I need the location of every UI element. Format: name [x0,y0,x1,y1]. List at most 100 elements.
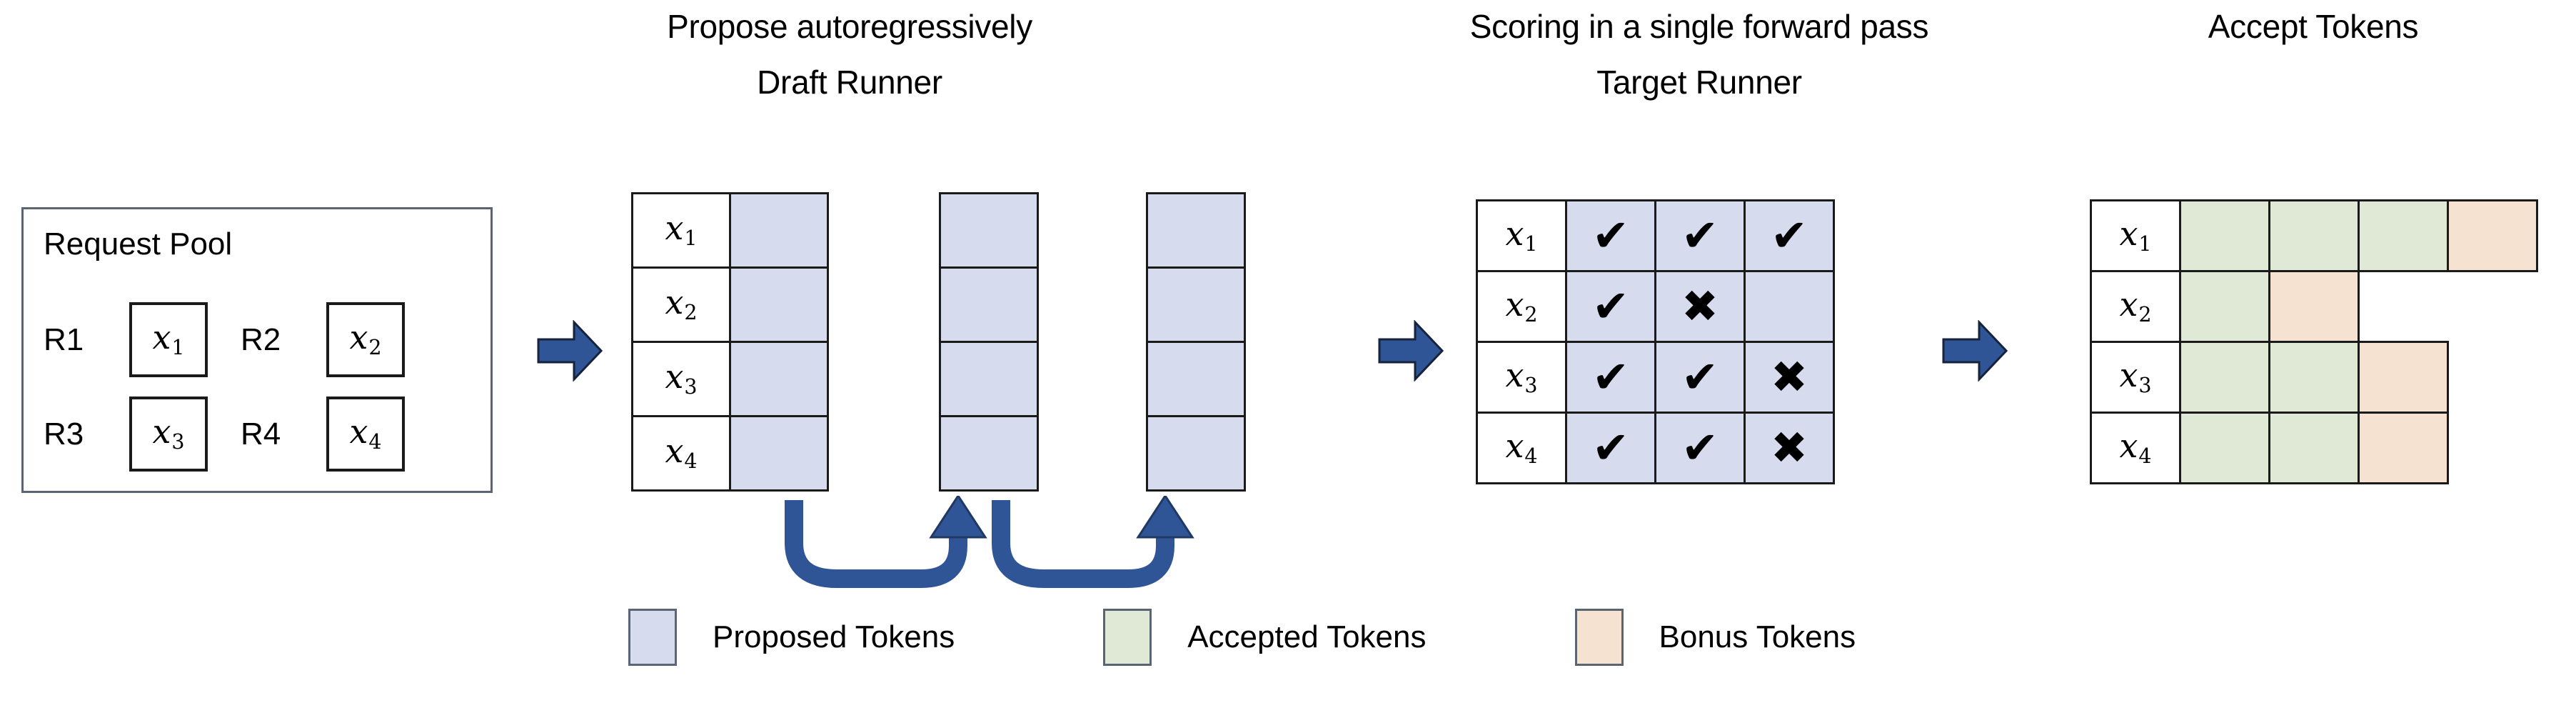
check-icon: ✔ [1771,209,1808,261]
accepted-token-cell [2358,199,2449,272]
empty-cell [2447,341,2538,414]
draft-row-label-4: x4 [631,415,731,492]
empty-cell [2447,270,2538,343]
target-mark-cell-empty [1744,270,1835,343]
accepted-token-cell [2179,412,2270,484]
table-row: x4 [2090,412,2538,484]
token-label: x2 [349,318,382,360]
target-mark-cell: ✔ [1654,341,1746,414]
draft-proposed-cell [729,266,829,343]
legend-item-bonus: Bonus Tokens [1574,609,1856,666]
draft-proposed-cell [729,415,829,492]
empty-cell [2358,270,2449,343]
draft-runner-step-1: x1 x2 x3 x4 [631,192,829,492]
target-mark-cell: ✔ [1565,341,1656,414]
request-id-r3: R3 [44,416,84,452]
table-row: x3 ✔ ✔ ✖ [1476,341,1835,414]
request-pool-panel: Request Pool R1 x1 R2 x2 R3 x3 R4 x4 [21,207,493,493]
request-token-box-r3: x3 [129,397,208,472]
check-icon: ✔ [1592,351,1629,403]
request-id-r2: R2 [241,321,281,357]
accepted-token-cell [2268,412,2360,484]
bonus-token-cell [2268,270,2360,343]
header-propose-autoregressively: Propose autoregressively [667,8,1032,45]
target-runner-grid: x1 ✔ ✔ ✔ x2 ✔ ✖ x3 ✔ ✔ ✖ x4 ✔ [1476,199,1835,484]
accept-row-label-1: x1 [2090,199,2181,272]
draft-proposed-cell [729,341,829,417]
target-mark-cell: ✔ [1565,199,1656,272]
target-mark-cell: ✔ [1654,412,1746,484]
table-row: x1 [2090,199,2538,272]
bonus-token-cell [2358,341,2449,414]
flow-arrow-draft-to-target [1378,319,1444,382]
legend-label-proposed: Proposed Tokens [713,619,955,654]
header-draft-runner: Draft Runner [757,64,942,101]
draft-row-label-2: x2 [631,266,731,343]
target-mark-cell: ✔ [1565,270,1656,343]
draft-proposed-cell [1146,341,1246,417]
target-mark-cell: ✔ [1654,199,1746,272]
cross-icon: ✖ [1771,351,1808,403]
request-id-r1: R1 [44,321,84,357]
draft-row: x2 [631,266,829,343]
target-row-label-4: x4 [1476,412,1567,484]
draft-row: x3 [631,341,829,417]
empty-cell [2447,412,2538,484]
request-row-r1: R1 x1 R2 x2 [44,302,405,377]
legend-swatch-bonus [1574,609,1624,666]
draft-proposed-cell [1146,415,1246,492]
draft-row-label-3: x3 [631,341,731,417]
target-row-label-1: x1 [1476,199,1567,272]
draft-proposed-cell [939,415,1039,492]
request-token-box-r4: x4 [326,397,405,472]
flow-arrow-pool-to-draft [537,319,603,382]
header-accept-tokens: Accept Tokens [2208,8,2419,45]
draft-row: x4 [631,415,829,492]
draft-proposed-cell [939,192,1039,269]
accepted-token-cell [2268,199,2360,272]
draft-proposed-cell [939,266,1039,343]
table-row: x3 [2090,341,2538,414]
bonus-token-cell [2358,412,2449,484]
accept-row-label-3: x3 [2090,341,2181,414]
request-pool-title: Request Pool [44,226,233,261]
accepted-token-cell [2268,341,2360,414]
request-row-r3: R3 x3 R4 x4 [44,397,405,472]
request-token-box-r1: x1 [129,302,208,377]
bonus-token-cell [2447,199,2538,272]
legend-label-accepted: Accepted Tokens [1187,619,1427,654]
table-row: x1 ✔ ✔ ✔ [1476,199,1835,272]
loop-arrow-step2-to-step3 [985,494,1214,599]
request-id-r4: R4 [241,416,281,452]
accept-tokens-grid: x1 x2 x3 x4 [2090,199,2538,484]
legend: Proposed Tokens Accepted Tokens Bonus To… [628,609,1856,666]
header-target-runner: Target Runner [1596,64,1802,101]
accepted-token-cell [2179,341,2270,414]
legend-item-accepted: Accepted Tokens [1103,609,1427,666]
accept-row-label-2: x2 [2090,270,2181,343]
table-row: x4 ✔ ✔ ✖ [1476,412,1835,484]
table-row: x2 [2090,270,2538,343]
accepted-token-cell [2179,199,2270,272]
draft-row: x1 [631,192,829,269]
check-icon: ✔ [1592,422,1629,474]
legend-swatch-accepted [1103,609,1152,666]
accepted-token-cell [2179,270,2270,343]
draft-runner-step-2 [939,192,1039,492]
request-token-box-r2: x2 [326,302,405,377]
check-icon: ✔ [1681,422,1719,474]
draft-proposed-cell [1146,266,1246,343]
check-icon: ✔ [1681,351,1719,403]
legend-item-proposed: Proposed Tokens [628,609,955,666]
cross-icon: ✖ [1681,280,1719,332]
target-mark-cell: ✖ [1654,270,1746,343]
table-row: x2 ✔ ✖ [1476,270,1835,343]
flow-arrow-target-to-accept [1942,319,2008,382]
token-label: x4 [349,412,382,454]
draft-runner-step-3 [1146,192,1246,492]
target-row-label-2: x2 [1476,270,1567,343]
target-mark-cell: ✖ [1744,341,1835,414]
token-label: x3 [152,412,185,454]
draft-proposed-cell [1146,192,1246,269]
